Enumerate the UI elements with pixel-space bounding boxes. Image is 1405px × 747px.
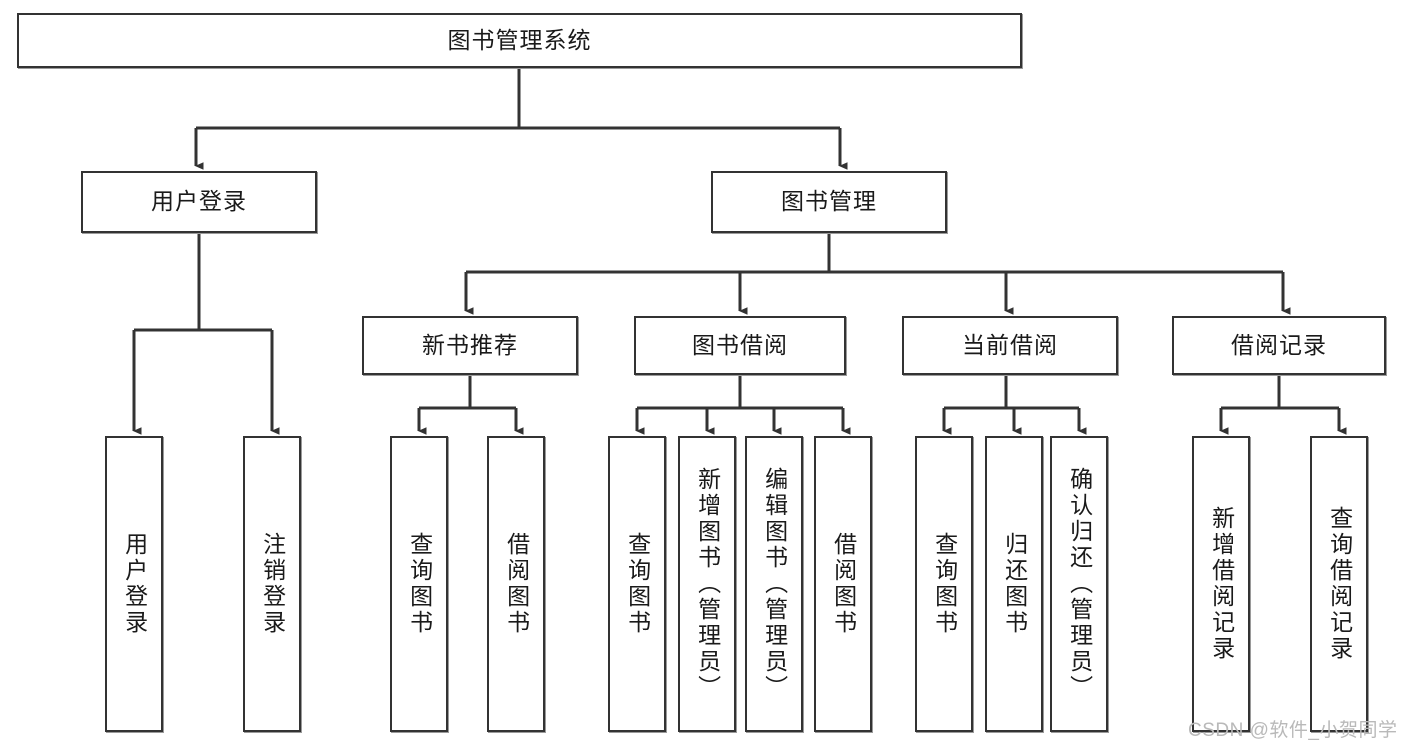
leaf-borrow-book-2[interactable]: 借阅图书	[814, 436, 872, 732]
node-root-label: 图书管理系统	[447, 26, 592, 53]
node-new-book-recommend-label: 新书推荐	[422, 331, 518, 358]
leaf-query-book-2[interactable]: 查询图书	[608, 436, 666, 732]
edge-group-new-book-rec	[417, 375, 524, 435]
edge-group-user-login	[132, 233, 280, 435]
edge-group-root	[194, 68, 848, 170]
leaf-add-borrow-record[interactable]: 新增借阅记录	[1192, 436, 1250, 732]
leaf-user-login-label: 用户登录	[121, 532, 148, 636]
edge-group-current-borrow	[942, 375, 1087, 435]
leaf-confirm-return-label: 确认归还（管理员）	[1066, 467, 1093, 701]
node-book-manage-label: 图书管理	[781, 188, 877, 215]
node-current-borrow-label: 当前借阅	[962, 331, 1058, 358]
node-borrow-record[interactable]: 借阅记录	[1172, 316, 1386, 375]
leaf-borrow-book-1[interactable]: 借阅图书	[487, 436, 545, 732]
csdn-watermark: CSDN @软件_小贺同学	[1188, 720, 1398, 741]
leaf-query-book-3-label: 查询图书	[931, 532, 958, 636]
leaf-logout-login-label: 注销登录	[259, 532, 286, 636]
node-current-borrow[interactable]: 当前借阅	[902, 316, 1118, 375]
node-book-borrow-label: 图书借阅	[692, 331, 788, 358]
leaf-return-book-label: 归还图书	[1001, 532, 1028, 636]
edge-group-book-manage	[464, 233, 1291, 315]
leaf-confirm-return[interactable]: 确认归还（管理员）	[1050, 436, 1108, 732]
node-user-login-label: 用户登录	[151, 188, 247, 215]
edge-group-borrow-record	[1219, 375, 1347, 435]
node-root[interactable]: 图书管理系统	[17, 13, 1022, 68]
leaf-add-borrow-record-label: 新增借阅记录	[1208, 506, 1235, 662]
leaf-borrow-book-1-label: 借阅图书	[503, 532, 530, 636]
leaf-logout-login[interactable]: 注销登录	[243, 436, 301, 732]
leaf-add-book[interactable]: 新增图书（管理员）	[678, 436, 736, 732]
leaf-user-login[interactable]: 用户登录	[105, 436, 163, 732]
leaf-edit-book[interactable]: 编辑图书（管理员）	[745, 436, 803, 732]
leaf-add-book-label: 新增图书（管理员）	[694, 467, 721, 701]
leaf-query-book-1[interactable]: 查询图书	[390, 436, 448, 732]
leaf-query-book-3[interactable]: 查询图书	[915, 436, 973, 732]
node-user-login[interactable]: 用户登录	[81, 171, 317, 233]
node-book-manage[interactable]: 图书管理	[711, 171, 947, 233]
node-borrow-record-label: 借阅记录	[1231, 331, 1327, 358]
leaf-borrow-book-2-label: 借阅图书	[830, 532, 857, 636]
leaf-query-book-1-label: 查询图书	[406, 532, 433, 636]
node-book-borrow[interactable]: 图书借阅	[634, 316, 846, 375]
leaf-query-borrow-record[interactable]: 查询借阅记录	[1310, 436, 1368, 732]
edge-group-book-borrow	[635, 375, 851, 435]
leaf-edit-book-label: 编辑图书（管理员）	[761, 467, 788, 701]
leaf-query-borrow-record-label: 查询借阅记录	[1326, 506, 1353, 662]
leaf-query-book-2-label: 查询图书	[624, 532, 651, 636]
leaf-return-book[interactable]: 归还图书	[985, 436, 1043, 732]
node-new-book-recommend[interactable]: 新书推荐	[362, 316, 578, 375]
